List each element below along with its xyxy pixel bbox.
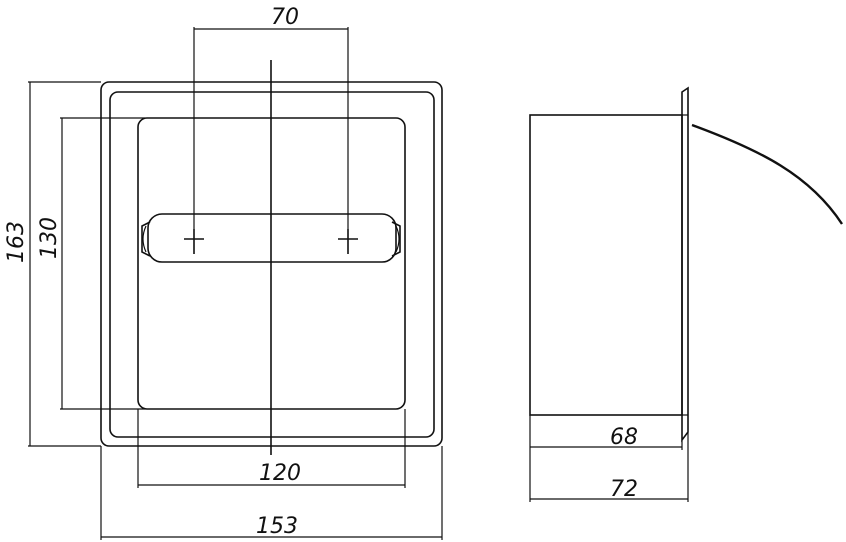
front-view: 70 163 130 120 153 <box>4 5 443 540</box>
roller-left-cap <box>141 221 151 257</box>
outer-width-label: 153 <box>256 514 298 539</box>
roller-left-cap-inner <box>142 225 147 253</box>
side-flange <box>681 86 689 443</box>
side-body-depth-label: 68 <box>610 425 638 450</box>
roller <box>147 213 397 263</box>
outer-width-dimension: 153 <box>100 446 443 540</box>
inner-height-dimension: 130 <box>37 117 145 410</box>
side-body-depth-dimension: 68 <box>529 415 683 502</box>
right-hole-crosshair <box>338 229 358 254</box>
top-dimension-label: 70 <box>271 5 299 30</box>
inner-width-dimension: 120 <box>137 409 406 488</box>
lid-curve <box>691 123 844 225</box>
side-body <box>529 114 683 416</box>
left-hole-crosshair <box>184 229 204 254</box>
side-view: 68 72 <box>529 86 844 502</box>
outer-height-label: 163 <box>4 221 29 263</box>
inner-height-label: 130 <box>37 217 62 259</box>
top-dimension: 70 <box>193 5 349 229</box>
inner-frame <box>109 91 435 438</box>
outer-height-dimension: 163 <box>4 81 101 447</box>
side-total-depth-label: 72 <box>610 477 638 502</box>
inner-width-label: 120 <box>259 461 301 486</box>
side-total-depth-dimension: 72 <box>530 432 689 502</box>
roller-right-cap-inner <box>395 225 400 253</box>
